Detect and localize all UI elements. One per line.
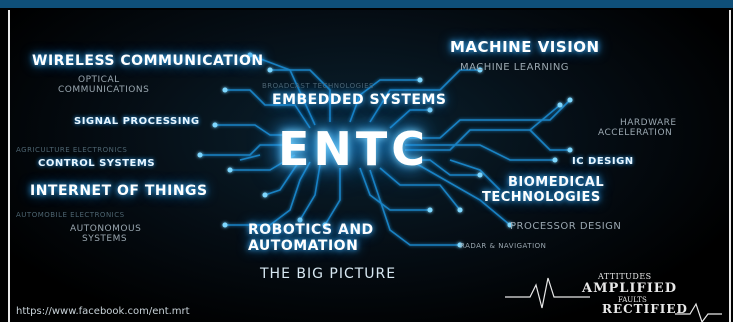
topic-autonomous-line1: AUTONOMOUS <box>70 224 142 234</box>
topic-automobile-electronics: AUTOMOBILE ELECTRONICS <box>16 211 125 219</box>
stamp-line4: RECTIFIED <box>602 302 688 316</box>
topic-biomedical-line2: TECHNOLOGIES <box>482 190 601 205</box>
topic-embedded-systems: EMBEDDED SYSTEMS <box>272 92 447 108</box>
topic-optical-line1: OPTICAL <box>78 75 120 85</box>
stamp-line2: AMPLIFIED <box>582 281 677 296</box>
topic-broadcast-technologies: BROADCAST TECHNOLOGIES <box>262 82 374 90</box>
facebook-url: https://www.facebook.com/ent.mrt <box>16 306 190 317</box>
topic-radar-navigation: RADAR & NAVIGATION <box>460 242 547 250</box>
topic-internet-of-things: INTERNET OF THINGS <box>30 183 208 199</box>
top-bar <box>0 0 733 8</box>
entc-poster: ENTC WIRELESS COMMUNICATION OPTICAL COMM… <box>10 10 729 322</box>
topic-ic-design: IC DESIGN <box>572 156 634 167</box>
stamp-line3: FAULTS <box>618 296 647 304</box>
topic-hardware-line1: HARDWARE <box>620 118 677 128</box>
topic-optical-line2: COMMUNICATIONS <box>58 85 150 95</box>
frame-border-left <box>8 10 10 322</box>
topic-hardware-line2: ACCELERATION <box>598 128 673 138</box>
tagline: THE BIG PICTURE <box>260 266 397 282</box>
topic-processor-design: PROCESSOR DESIGN <box>510 221 622 232</box>
frame-border-right <box>729 10 731 322</box>
topic-robotics-line1: ROBOTICS AND <box>248 222 374 238</box>
stamp-line1: ATTITUDES <box>598 272 652 281</box>
center-label: ENTC <box>278 122 430 176</box>
topic-autonomous-line2: SYSTEMS <box>82 234 128 244</box>
topic-machine-vision: MACHINE VISION <box>450 38 600 56</box>
topic-robotics-line2: AUTOMATION <box>248 238 359 254</box>
topic-agriculture-electronics: AGRICULTURE ELECTRONICS <box>16 146 128 154</box>
circuit-traces <box>197 52 722 322</box>
topic-wireless-communication: WIRELESS COMMUNICATION <box>32 53 264 69</box>
topic-control-systems: CONTROL SYSTEMS <box>38 158 156 169</box>
topic-machine-learning: MACHINE LEARNING <box>460 62 570 73</box>
topic-biomedical-line1: BIOMEDICAL <box>508 175 605 190</box>
topic-signal-processing: SIGNAL PROCESSING <box>74 116 200 127</box>
